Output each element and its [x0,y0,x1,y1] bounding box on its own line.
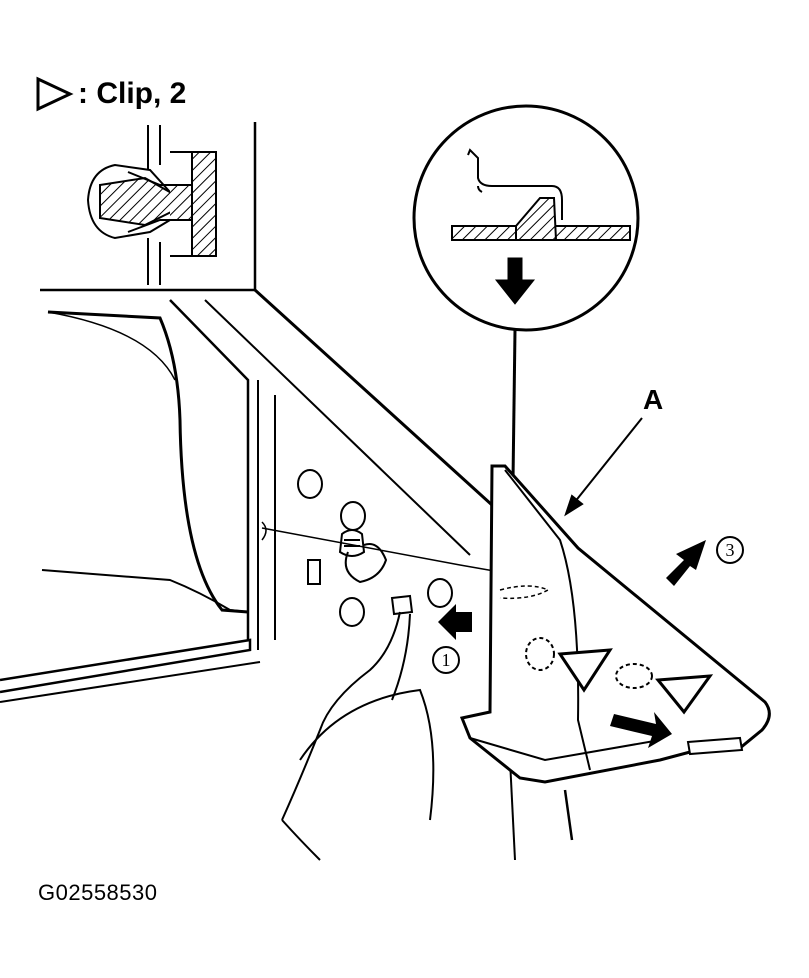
clip-marker-triangle [557,648,613,693]
vehicle-door-frame [0,288,574,861]
part-a-cover [459,464,771,784]
part-a-leader [564,417,643,517]
direction-arrow-2 [610,712,672,748]
figure-id: G02558530 [38,880,158,905]
step-1-marker: 1 [432,646,460,674]
direction-arrow-3 [666,540,706,586]
legend-text: : Clip, 2 [78,77,187,110]
clip-detail-balloon [412,104,640,576]
legend: : Clip, 2 [34,74,186,114]
clip-triangle-icon [36,76,74,112]
part-a-label: A [643,384,664,415]
direction-arrow-1 [438,604,472,640]
clip-marker-triangle [655,674,714,715]
clip-detail-inset [40,122,257,292]
step-3-marker: 3 [716,536,744,564]
step-1-number: 1 [441,649,451,670]
step-3-number: 3 [725,539,735,560]
